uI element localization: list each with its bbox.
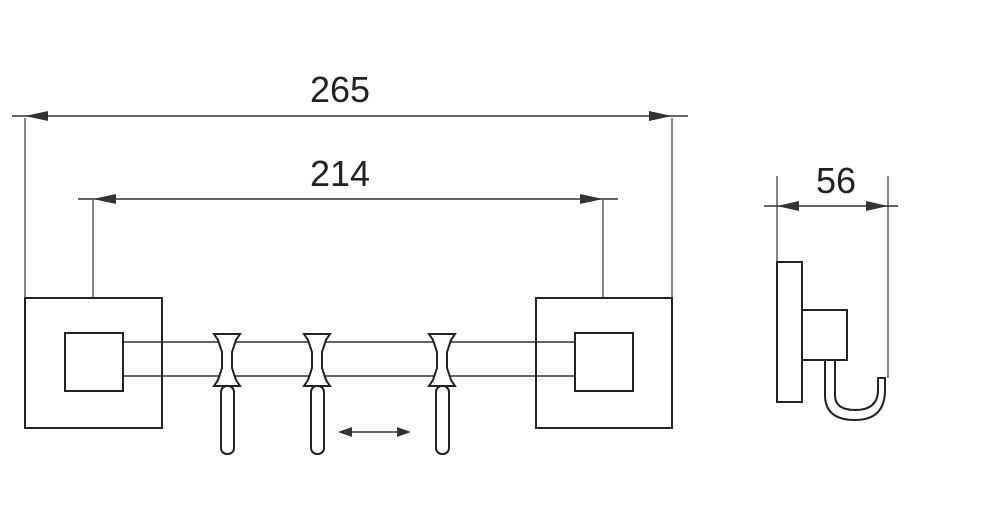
arrowhead-left [777,201,799,211]
arrowhead-right [580,194,603,204]
hook-3 [427,333,457,455]
left-mount-plate [24,297,163,429]
dimension-depth: 56 [764,160,898,378]
side-hook-profile [824,359,886,422]
front-view: 265 214 [12,69,688,455]
hook-2 [302,333,332,455]
side-view: 56 [764,160,898,422]
arrowhead-right [866,201,888,211]
overall-width-label: 265 [310,69,370,110]
hook-1 [212,333,242,455]
sliding-direction-arrow [338,427,411,437]
arrowhead-left [25,111,48,121]
arrowhead-right [649,111,672,121]
arrowhead-left [93,194,116,204]
mount-spacing-label: 214 [310,153,370,194]
dimension-mount-spacing: 214 [78,153,618,298]
right-rod-end-block [574,332,634,392]
side-wall-plate [776,261,803,403]
left-rod-end-block [64,332,124,392]
right-mount-plate [535,297,673,429]
side-rod-block [801,309,848,361]
depth-label: 56 [816,160,856,201]
dimension-overall-width: 265 [12,69,688,298]
rail-rod [123,341,575,377]
